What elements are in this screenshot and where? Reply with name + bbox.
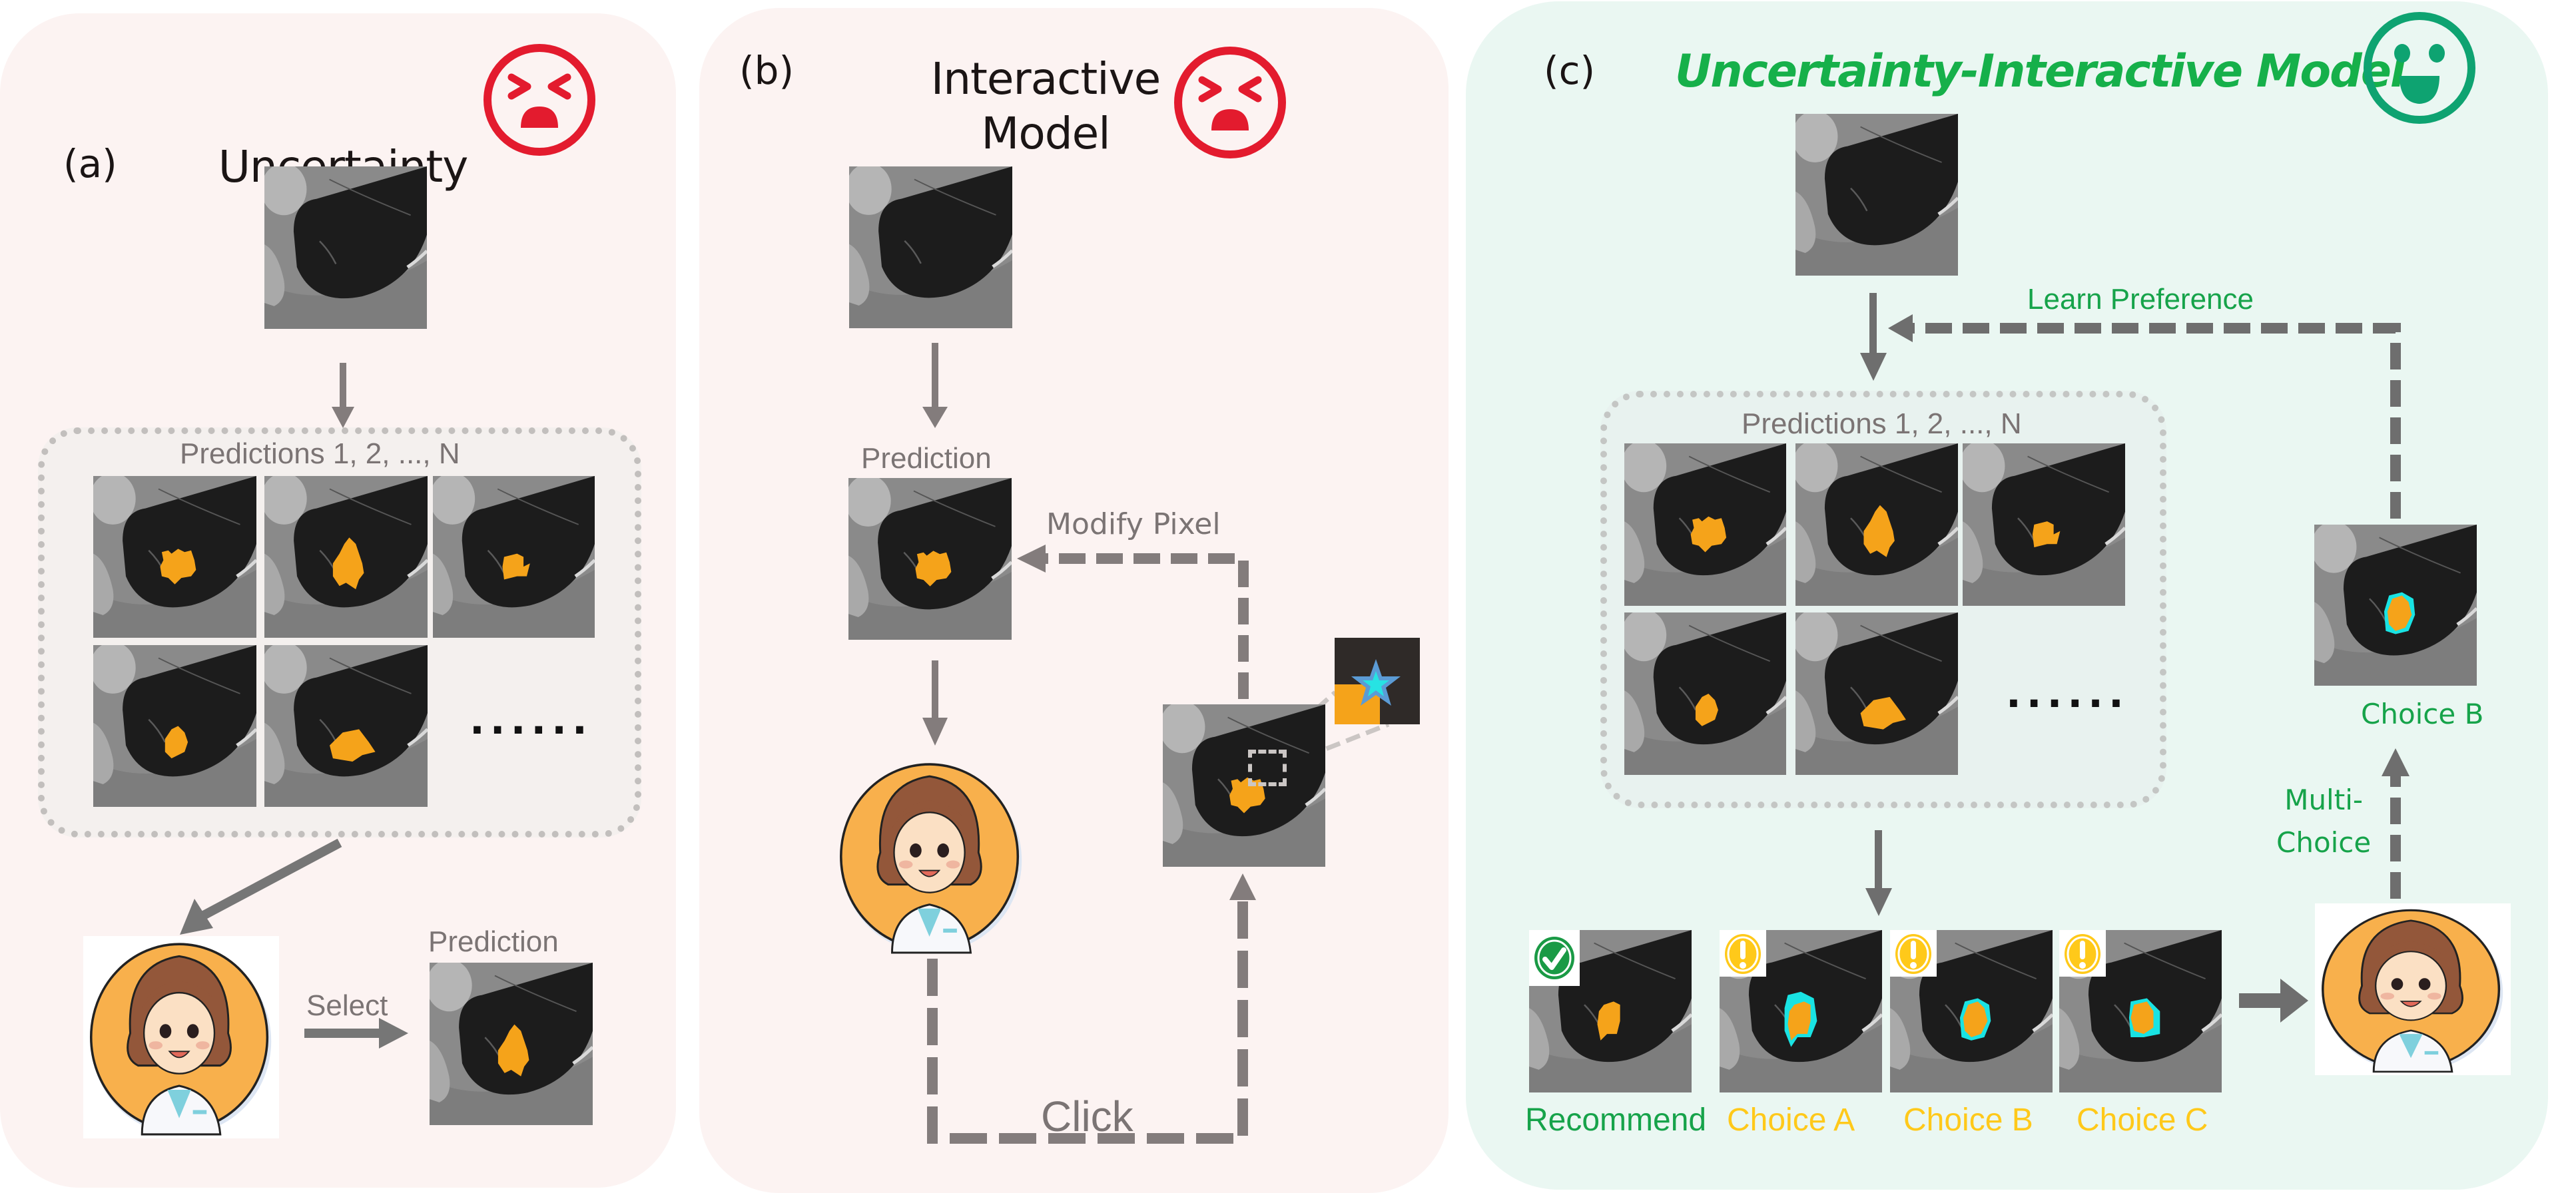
arrow-down-icon xyxy=(922,343,948,428)
selected-choice-image xyxy=(2314,525,2477,686)
predictions-label-a: Predictions 1, 2, ..., N xyxy=(180,437,460,470)
prediction-thumbnail xyxy=(1795,443,1958,606)
click-region-box xyxy=(1248,750,1287,786)
exclamation-icon xyxy=(1725,934,1761,974)
modify-pixel-label: Modify Pixel xyxy=(1046,507,1221,541)
prediction-thumbnail xyxy=(1795,612,1958,775)
option-recommend-label: Recommend xyxy=(1525,1102,1707,1138)
panel-b-letter: (b) xyxy=(739,48,795,93)
option-choice-b-image[interactable] xyxy=(1890,930,2053,1092)
panel-b-title-line2: Model xyxy=(981,108,1110,159)
prediction-thumbnail xyxy=(1963,443,2125,606)
option-choice-c-label: Choice C xyxy=(2077,1102,2208,1138)
sad-face-icon xyxy=(483,44,595,156)
exclamation-icon xyxy=(1895,934,1931,974)
option-choice-b-label: Choice B xyxy=(1903,1102,2033,1138)
more-indicator: ...... xyxy=(470,697,593,744)
doctor-avatar xyxy=(833,756,1030,957)
arrow-right-icon xyxy=(304,1018,408,1049)
prediction-label-a: Prediction xyxy=(428,925,559,958)
click-label: Click xyxy=(1041,1092,1133,1140)
option-choice-a-label: Choice A xyxy=(1727,1102,1855,1138)
panel-b-title: Interactive Model xyxy=(919,52,1172,161)
prediction-label-b: Prediction xyxy=(861,442,992,475)
click-target-image xyxy=(1163,704,1325,867)
prediction-thumbnail xyxy=(264,476,428,638)
ct-original-image xyxy=(849,166,1012,328)
panel-b-title-line1: Interactive xyxy=(930,53,1161,105)
multi-choice-line1: Multi- xyxy=(2284,784,2364,816)
doctor-avatar xyxy=(83,936,279,1138)
arrow-down-icon xyxy=(332,363,354,428)
prediction-thumbnail xyxy=(1624,612,1786,775)
selected-prediction-image xyxy=(430,963,593,1125)
zoom-inset xyxy=(1335,638,1420,724)
exclamation-icon xyxy=(2065,934,2100,974)
option-recommend-image[interactable] xyxy=(1529,930,1692,1092)
check-icon xyxy=(1534,937,1574,979)
selected-choice-label: Choice B xyxy=(2361,698,2484,730)
panel-c-letter: (c) xyxy=(1544,48,1596,93)
learn-preference-label: Learn Preference xyxy=(2027,283,2254,316)
panel-c-title: Uncertainty-Interactive Model xyxy=(1675,45,2406,98)
ct-original-image xyxy=(1795,114,1958,276)
prediction-thumbnail xyxy=(1624,443,1786,606)
multi-choice-line2: Choice xyxy=(2276,826,2372,859)
star-icon xyxy=(1351,659,1401,706)
predictions-label-c: Predictions 1, 2, ..., N xyxy=(1742,407,2022,440)
prediction-thumbnail xyxy=(93,476,256,638)
more-indicator: ...... xyxy=(2006,670,2129,717)
panel-a-letter: (a) xyxy=(63,141,117,186)
happy-face-icon xyxy=(2364,12,2475,124)
ct-original-image xyxy=(264,166,427,329)
prediction-thumbnail xyxy=(433,476,595,638)
multi-choice-label: Multi- Choice xyxy=(2276,779,2371,864)
arrow-down-icon xyxy=(922,660,948,746)
option-choice-a-image[interactable] xyxy=(1720,930,1882,1092)
panel-b xyxy=(699,8,1449,1193)
select-label: Select xyxy=(306,989,388,1022)
option-choice-c-image[interactable] xyxy=(2059,930,2222,1092)
sad-face-icon xyxy=(1174,47,1286,158)
prediction-thumbnail xyxy=(264,645,428,807)
prediction-image xyxy=(848,478,1012,640)
prediction-thumbnail xyxy=(93,645,256,807)
doctor-avatar xyxy=(2315,903,2511,1075)
